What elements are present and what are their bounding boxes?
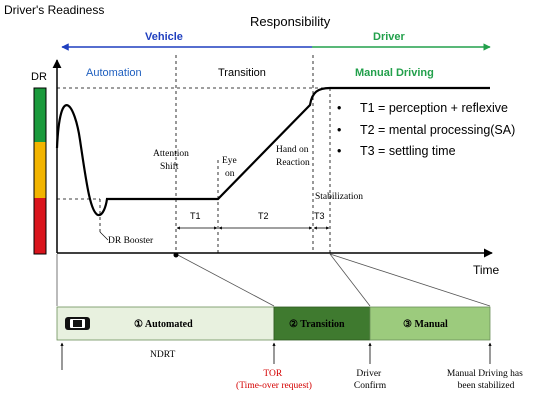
manual-driving-label: Manual Driving bbox=[355, 67, 434, 79]
transition-label: Transition bbox=[218, 67, 266, 79]
dr-label: DR bbox=[31, 71, 47, 83]
dr-level-low bbox=[34, 198, 46, 254]
tor-label: TOR (Time-over request) bbox=[236, 369, 312, 391]
definitions-legend: • T1 = perception + reflexive • T2 = men… bbox=[337, 101, 515, 158]
phase-transition bbox=[273, 306, 371, 341]
t3-label: T3 bbox=[314, 211, 325, 221]
readiness-curve bbox=[55, 86, 490, 217]
t1-label: T1 bbox=[190, 211, 201, 221]
phase-automated-label: ① Automated bbox=[134, 319, 193, 330]
automation-label: Automation bbox=[86, 67, 142, 79]
eye-on-label: Eye on bbox=[222, 156, 239, 179]
t2-label: T2 bbox=[258, 211, 269, 221]
driver-confirm-label: Driver Confirm bbox=[354, 369, 387, 391]
legend-bullet: • bbox=[337, 144, 341, 158]
phase-automated bbox=[56, 306, 275, 341]
ndrt-label: NDRT bbox=[150, 350, 175, 360]
car-icon bbox=[65, 317, 90, 330]
hand-on-reaction-label: Hand on Reaction bbox=[276, 145, 311, 168]
dr-level-medium bbox=[34, 142, 46, 198]
responsibility-label: Responsibility bbox=[250, 14, 331, 29]
tor-marker bbox=[173, 252, 179, 258]
legend-item: T1 = perception + reflexive bbox=[360, 101, 508, 115]
vehicle-label: Vehicle bbox=[145, 31, 183, 43]
projection-line-mid bbox=[329, 253, 371, 307]
phase-transition-label: ② Transition bbox=[289, 319, 345, 330]
dr-bar-frame bbox=[33, 87, 47, 255]
time-axis-label: Time bbox=[473, 263, 500, 277]
phase-manual bbox=[369, 306, 491, 341]
dr-level-high bbox=[34, 88, 46, 142]
legend-item: T3 = settling time bbox=[360, 144, 456, 158]
manual-stabilized-label: Manual Driving has been stabilized bbox=[447, 369, 525, 391]
attention-shift-label: Attention Shift bbox=[153, 149, 191, 172]
projection-line-right bbox=[329, 253, 491, 307]
projection-line-left bbox=[175, 253, 275, 307]
legend-bullet: • bbox=[337, 101, 341, 115]
legend-item: T2 = mental processing(SA) bbox=[360, 123, 515, 137]
dr-booster-label: DR Booster bbox=[108, 236, 154, 246]
diagram-title: Driver's Readiness bbox=[4, 3, 104, 17]
stabilization-label: Stabilization bbox=[315, 192, 363, 202]
driver-label: Driver bbox=[373, 31, 406, 43]
dr-booster-pointer bbox=[99, 231, 109, 241]
legend-bullet: • bbox=[337, 123, 341, 137]
phase-manual-label: ③ Manual bbox=[403, 319, 448, 330]
